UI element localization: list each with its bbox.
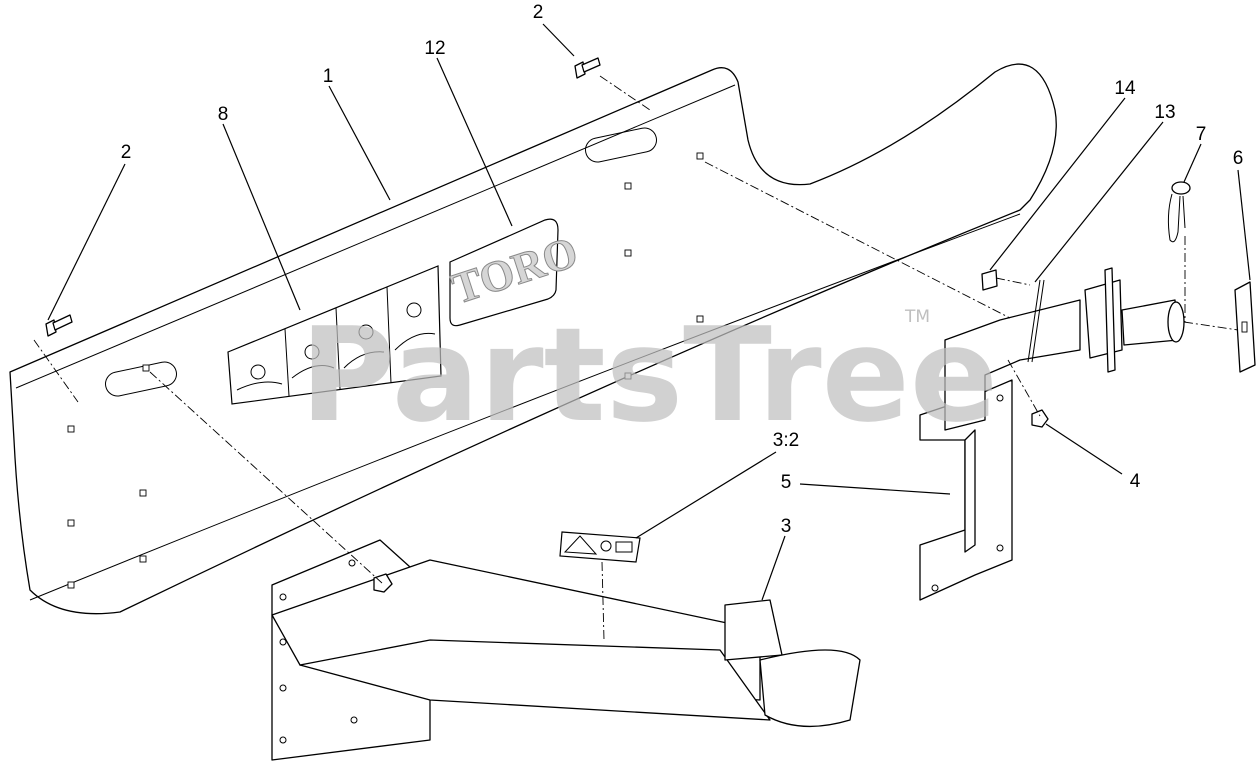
hitch-pin (1167, 181, 1191, 243)
lower-bracket (271, 539, 861, 761)
callout-3-2: 3:2 (773, 430, 799, 451)
hitch-tube (944, 267, 1185, 431)
mount-bracket (919, 379, 1013, 601)
assembly-lines (33, 75, 1239, 641)
instruction-decal (227, 265, 442, 405)
callouts: 1 2 2 3 3:2 4 5 6 7 8 12 13 14 (121, 2, 1244, 537)
callout-8: 8 (218, 104, 229, 125)
bracket-nut (373, 573, 393, 593)
bolt-right (574, 57, 601, 79)
callout-7: 7 (1196, 124, 1207, 145)
callout-13: 13 (1154, 102, 1175, 123)
watermark-tm: TM (904, 307, 930, 327)
deflector-plate (9, 63, 1057, 615)
rod (1027, 279, 1045, 363)
callout-12: 12 (424, 38, 445, 59)
callout-5: 5 (781, 472, 792, 493)
nut (1031, 409, 1049, 428)
leader-lines (47, 23, 1251, 601)
callout-1: 1 (323, 66, 334, 87)
callout-6: 6 (1233, 148, 1244, 169)
bracket-decal (559, 531, 641, 563)
callout-2-right: 2 (533, 2, 544, 23)
fitting (981, 269, 998, 291)
callout-3: 3 (781, 516, 792, 537)
hitch-plate (1234, 281, 1256, 373)
watermark: PartsTree TM (300, 299, 998, 451)
bolt-left (45, 314, 73, 337)
callout-4: 4 (1130, 471, 1141, 492)
callout-2-left: 2 (121, 142, 132, 163)
callout-14: 14 (1114, 78, 1136, 99)
watermark-text: PartsTree (300, 299, 998, 451)
